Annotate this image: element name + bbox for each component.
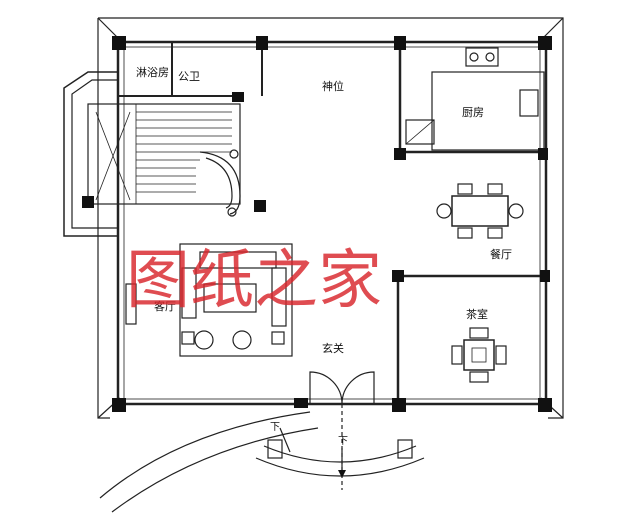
column <box>538 398 552 412</box>
tea-chair <box>469 327 489 339</box>
dining-chair <box>457 227 473 239</box>
sink <box>519 89 539 117</box>
sofa-left <box>181 267 197 319</box>
column <box>538 148 548 160</box>
tea-chair <box>495 345 507 365</box>
stair-treads <box>95 104 232 204</box>
porch-column-left <box>267 439 283 459</box>
column <box>232 92 244 102</box>
coffee-table <box>203 283 257 313</box>
stair-newel-bottom <box>227 207 237 217</box>
stair-bay <box>63 71 118 237</box>
outer-wall-inner <box>123 46 541 400</box>
porch-arc-outer <box>255 457 425 477</box>
ramp-outer <box>99 411 311 499</box>
column <box>82 196 94 208</box>
dining-chair <box>508 203 524 219</box>
column <box>394 148 406 160</box>
sofa-top <box>199 251 277 269</box>
label-foyer: 玄关 <box>322 341 344 355</box>
outer-wall <box>116 40 548 406</box>
tea-chair <box>469 371 489 383</box>
kitchen-counter <box>431 71 545 151</box>
porch-arc-inner <box>263 445 417 463</box>
stair-block <box>87 103 241 205</box>
stove <box>465 47 499 67</box>
stove-burner-1 <box>469 52 479 62</box>
arrow-center-down: 下 <box>338 436 348 447</box>
column <box>392 398 406 412</box>
label-shrine: 神位 <box>322 79 344 93</box>
dining-chair <box>487 227 503 239</box>
entrance-door-right <box>341 371 375 405</box>
label-living: 客厅 <box>154 299 176 313</box>
side-table <box>181 331 195 345</box>
sofa-right <box>271 267 287 327</box>
stair-newel-top <box>229 149 239 159</box>
stove-burner-2 <box>485 52 495 62</box>
label-dining: 餐厅 <box>490 247 512 261</box>
dining-chair <box>436 203 452 219</box>
tea-chair <box>451 345 463 365</box>
column <box>392 270 404 282</box>
entrance-door-left <box>309 371 343 405</box>
side-table <box>271 331 285 345</box>
label-shower-room: 淋浴房 <box>136 66 169 79</box>
arrow-left-shaft <box>279 427 291 453</box>
arrow-center-head <box>338 470 346 478</box>
column <box>112 36 126 50</box>
living-rug <box>179 243 293 357</box>
column <box>294 398 308 408</box>
column <box>394 36 406 50</box>
armchair <box>232 330 252 350</box>
watermark-text: 图纸之家 <box>126 244 382 318</box>
tea-table <box>463 339 495 371</box>
stair-curve <box>199 151 241 215</box>
column <box>112 398 126 412</box>
column <box>540 270 550 282</box>
label-public-toilet: 公卫 <box>178 70 200 83</box>
column <box>256 36 268 50</box>
dining-table <box>451 195 509 227</box>
dining-chair <box>457 183 473 195</box>
label-tea-room: 茶室 <box>466 307 488 321</box>
armchair <box>194 330 214 350</box>
column <box>538 36 552 50</box>
label-kitchen: 厨房 <box>462 106 484 119</box>
tv-cabinet <box>125 283 137 325</box>
dining-chair <box>487 183 503 195</box>
ramp-inner <box>111 427 319 513</box>
stair-bay-inner <box>71 79 118 229</box>
arrow-left-down: 下 <box>270 422 280 433</box>
column <box>254 200 266 212</box>
fridge <box>405 119 435 145</box>
porch-column-right <box>397 439 413 459</box>
